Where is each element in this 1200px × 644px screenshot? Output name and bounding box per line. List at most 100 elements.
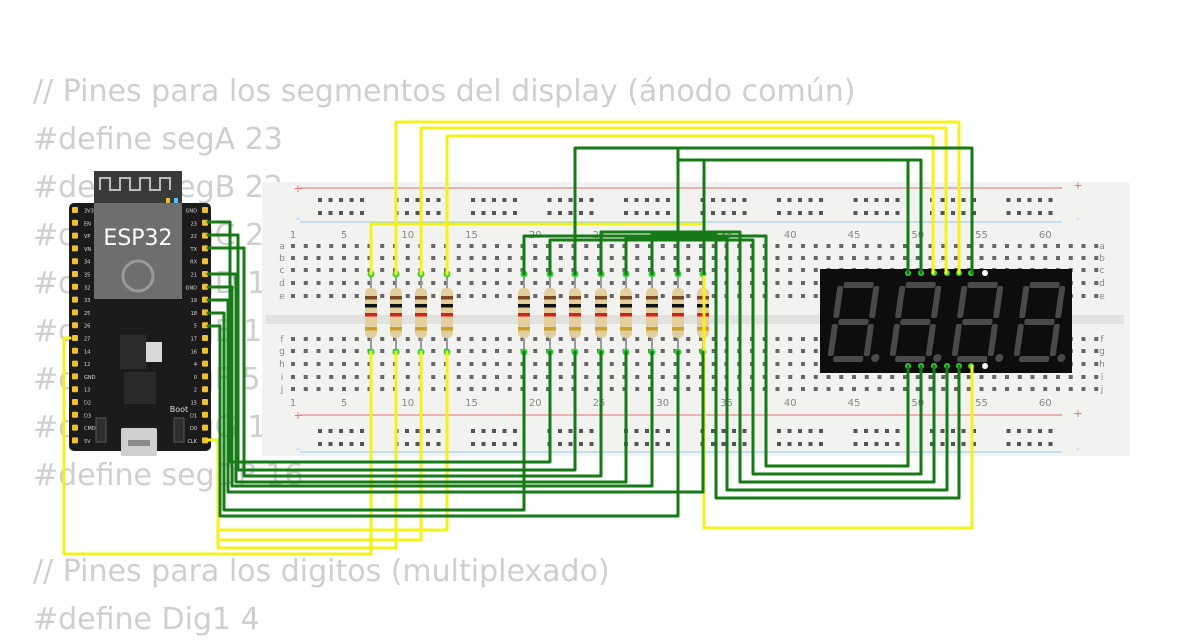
pin-label: 13 [84, 388, 90, 394]
breadboard-hole [941, 375, 946, 379]
rail-hole [1017, 429, 1021, 433]
breadboard-hole [788, 375, 793, 379]
breadboard-hole [329, 349, 334, 353]
rail-hole [721, 211, 726, 215]
breadboard-hole [711, 375, 716, 379]
display-segment [833, 286, 844, 318]
chip-label: ESP32 [103, 226, 172, 251]
rail-hole [732, 442, 736, 446]
breadboard-hole [507, 244, 512, 248]
header-pin [72, 309, 78, 316]
breadboard-hole [316, 281, 321, 285]
pin-label: 25 [84, 311, 90, 317]
wire-green [599, 230, 936, 484]
breadboard-hole [826, 375, 831, 379]
breadboard-hole [558, 256, 563, 260]
rail-hole [1048, 211, 1053, 215]
breadboard-hole [469, 268, 474, 272]
rail-hole [558, 429, 562, 433]
wire-green [573, 146, 974, 276]
display-segment [827, 324, 838, 356]
breadboard-hole [711, 281, 716, 285]
breadboard-hole [635, 387, 640, 391]
breadboard-hole [367, 337, 372, 341]
breadboard-hole [660, 349, 665, 353]
header-pin [202, 322, 208, 329]
breadboard-hole [354, 244, 359, 248]
breadboard-hole [992, 244, 997, 248]
breadboard-hole [558, 244, 563, 248]
rail-hole [951, 198, 955, 202]
rail-hole [328, 198, 333, 202]
resistor-band [620, 296, 632, 300]
rail-hole [742, 211, 747, 215]
breadboard-hole [635, 349, 640, 353]
rail-hole [666, 442, 670, 446]
breadboard-hole [495, 362, 499, 366]
breadboard-hole [431, 268, 436, 272]
rail-hole [787, 211, 792, 215]
breadboard-hole [903, 244, 907, 248]
rail-hole [666, 198, 670, 202]
breadboard-hole [354, 268, 359, 272]
rail-hole [558, 198, 562, 202]
breadboard-hole [826, 387, 831, 391]
breadboard-hole [316, 387, 321, 391]
rail-hole [1048, 198, 1053, 202]
rail-hole [645, 429, 649, 433]
breadboard-hole [711, 256, 716, 260]
breadboard-hole [303, 281, 308, 285]
header-pin [72, 271, 78, 277]
breadboard-hole [456, 349, 461, 353]
rail-plus-label: + [293, 182, 302, 195]
breadboard-hole [380, 294, 385, 298]
rail-hole [579, 429, 583, 433]
breadboard-hole [405, 375, 410, 379]
breadboard-hole [954, 387, 958, 391]
rail-hole [360, 442, 364, 446]
breadboard-hole [329, 268, 334, 272]
rail-hole [405, 198, 409, 202]
breadboard-hole [788, 294, 793, 298]
rail-hole [568, 211, 573, 215]
row-letter: e [279, 292, 285, 302]
header-pin [72, 424, 78, 431]
pin-label: 3V3 [84, 209, 94, 215]
breadboard-hole [507, 256, 512, 260]
row-letter: g [279, 347, 285, 357]
boot-label: Boot [170, 405, 188, 414]
breadboard-hole [520, 337, 525, 341]
rail-hole [634, 442, 639, 446]
usb-port [128, 440, 150, 446]
rail-hole [502, 429, 507, 433]
breadboard-hole [584, 349, 589, 353]
breadboard-hole [660, 281, 665, 285]
breadboard-hole [864, 375, 869, 379]
breadboard-hole [1068, 256, 1073, 260]
header-pin [72, 296, 78, 303]
breadboard-hole [775, 337, 780, 341]
breadboard-hole [673, 375, 678, 379]
antenna-trace [99, 177, 171, 191]
breadboard-hole [597, 337, 601, 341]
resistor-band [569, 313, 581, 317]
breadboard-hole [699, 268, 703, 272]
breadboard-hole [1017, 387, 1022, 391]
breadboard-hole [303, 349, 308, 353]
breadboard-hole [609, 337, 614, 341]
display-segment [993, 286, 1004, 318]
breadboard-hole [903, 256, 907, 260]
rail-hole [502, 442, 507, 446]
rail-hole [874, 442, 879, 446]
resistor-band [365, 304, 377, 308]
breadboard-hole [1094, 294, 1099, 298]
pin-label: 5 [194, 324, 197, 330]
breadboard-hole [954, 256, 958, 260]
pin-label: D3 [84, 413, 91, 419]
breadboard-hole [813, 244, 818, 248]
breadboard-hole [928, 256, 933, 260]
wire-green [548, 238, 923, 476]
breadboard-hole [622, 281, 627, 285]
breadboard-hole [507, 281, 512, 285]
breadboard-hole [533, 294, 538, 298]
